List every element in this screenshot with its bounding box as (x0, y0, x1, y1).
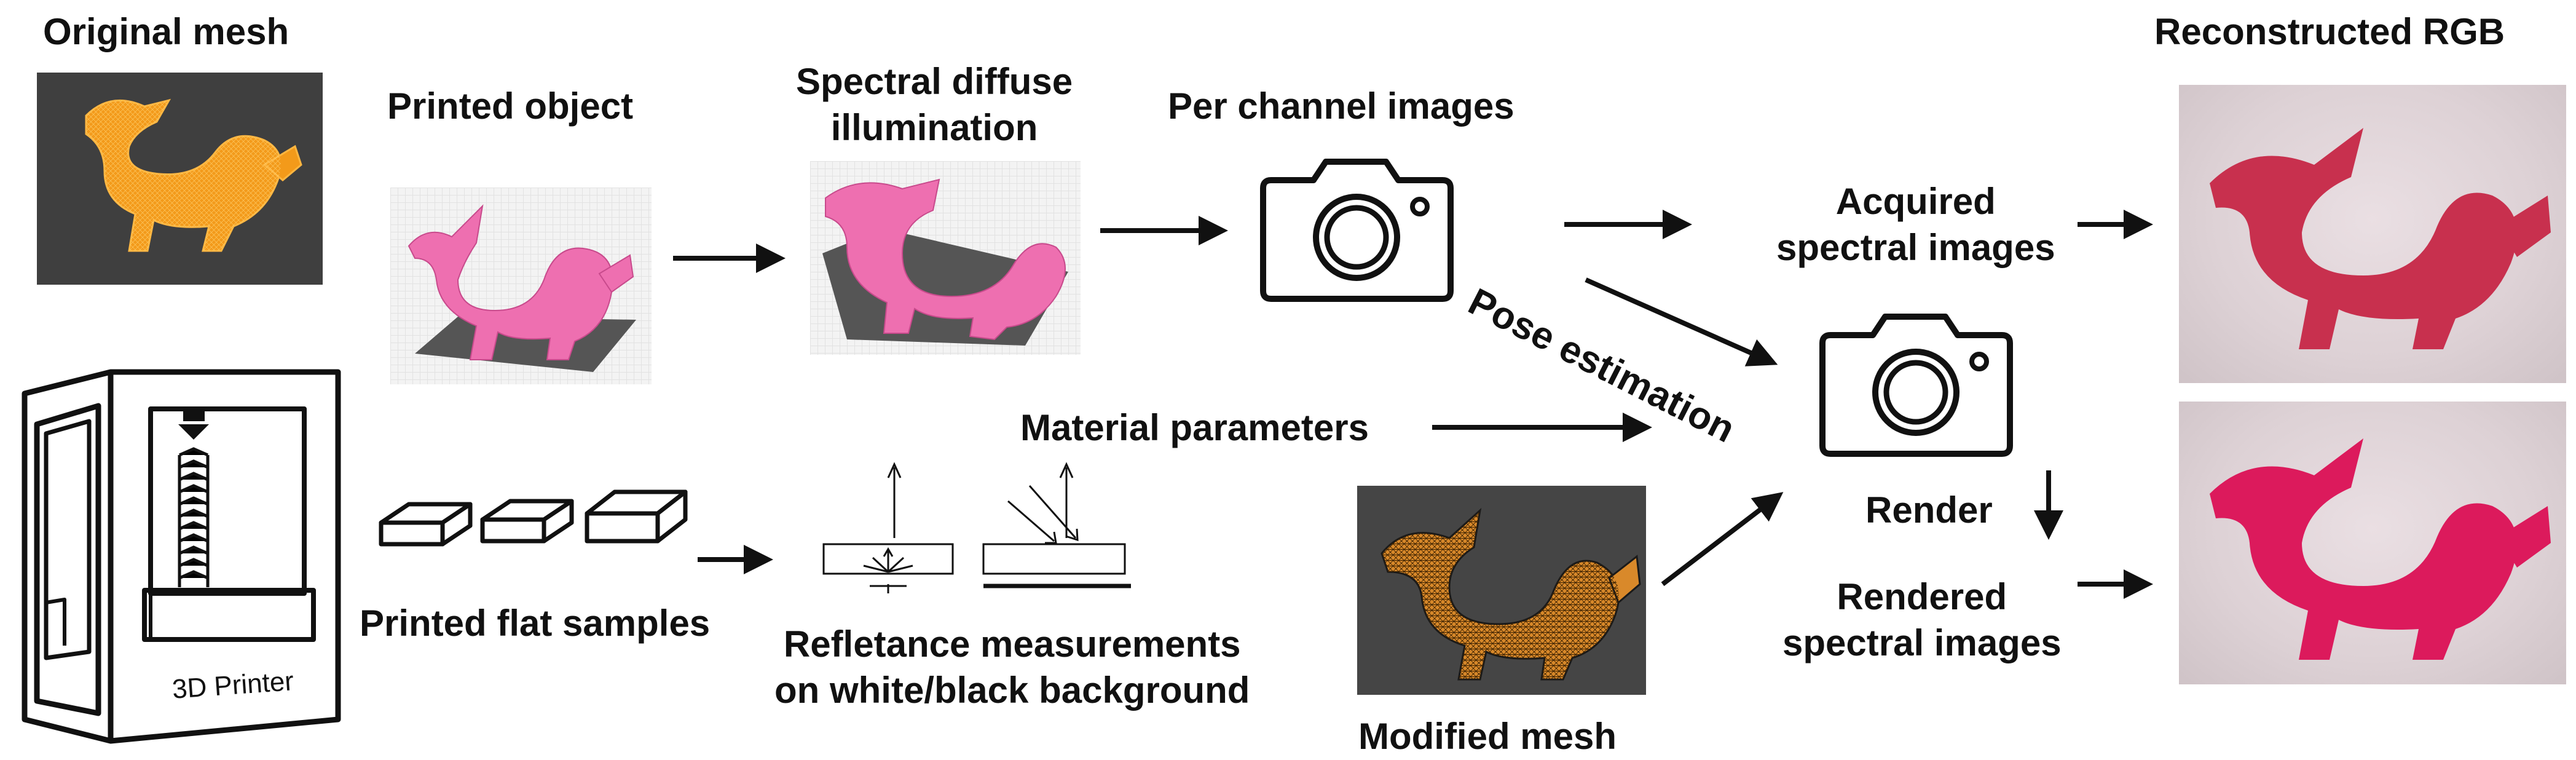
spectral-illumination-image (810, 161, 1081, 355)
label-reconstructed-rgb: Reconstructed RGB (2154, 11, 2505, 52)
printer-icon: 3D Printer (18, 369, 350, 756)
dragon-icon (85, 98, 302, 252)
label-reflectance-line1: Refletance measurements (783, 623, 1241, 665)
label-reflectance-measurements: Refletance measurements on white/black b… (774, 621, 1250, 713)
label-modified-mesh: Modified mesh (1358, 716, 1617, 757)
rendered-rgb-image (2179, 402, 2566, 684)
label-printed-flat-samples: Printed flat samples (360, 603, 711, 644)
label-acquired-line1: Acquired (1835, 181, 1996, 222)
label-spectral-illumination: Spectral diffuse illumination (796, 58, 1073, 151)
dragon-icon (408, 204, 636, 372)
label-reflectance-line2: on white/black background (774, 670, 1250, 711)
printed-object-image (390, 188, 652, 384)
dragon-icon (1381, 508, 1641, 681)
label-acquired-line2: spectral images (1776, 227, 2055, 268)
label-rendered-line2: spectral images (1782, 622, 2062, 663)
label-original-mesh: Original mesh (43, 11, 290, 52)
label-spectral-illumination-line1: Spectral diffuse (796, 61, 1073, 102)
original-mesh-image (37, 73, 323, 285)
label-acquired-spectral-images: Acquired spectral images (1776, 178, 2055, 271)
label-render: Render (1865, 489, 1993, 531)
camera-icon (1260, 159, 1454, 302)
label-spectral-illumination-line2: illumination (830, 107, 1038, 148)
arrow-icon (1585, 277, 1778, 366)
label-per-channel-images: Per channel images (1168, 85, 1514, 127)
flat-samples-icon (379, 489, 688, 547)
modified-mesh-image (1357, 486, 1646, 695)
dragon-icon (2210, 128, 2551, 349)
label-rendered-line1: Rendered (1837, 576, 2007, 617)
label-rendered-spectral-images: Rendered spectral images (1782, 574, 2062, 666)
reflectance-diagram (822, 462, 1131, 593)
label-material-parameters: Material parameters (1020, 407, 1369, 448)
arrow-icon (1661, 492, 1784, 587)
label-printed-object: Printed object (387, 85, 634, 127)
dragon-icon (2210, 438, 2551, 660)
dragon-icon (822, 178, 1068, 346)
camera-icon (1819, 314, 2013, 457)
reconstructed-rgb-image (2179, 85, 2566, 383)
